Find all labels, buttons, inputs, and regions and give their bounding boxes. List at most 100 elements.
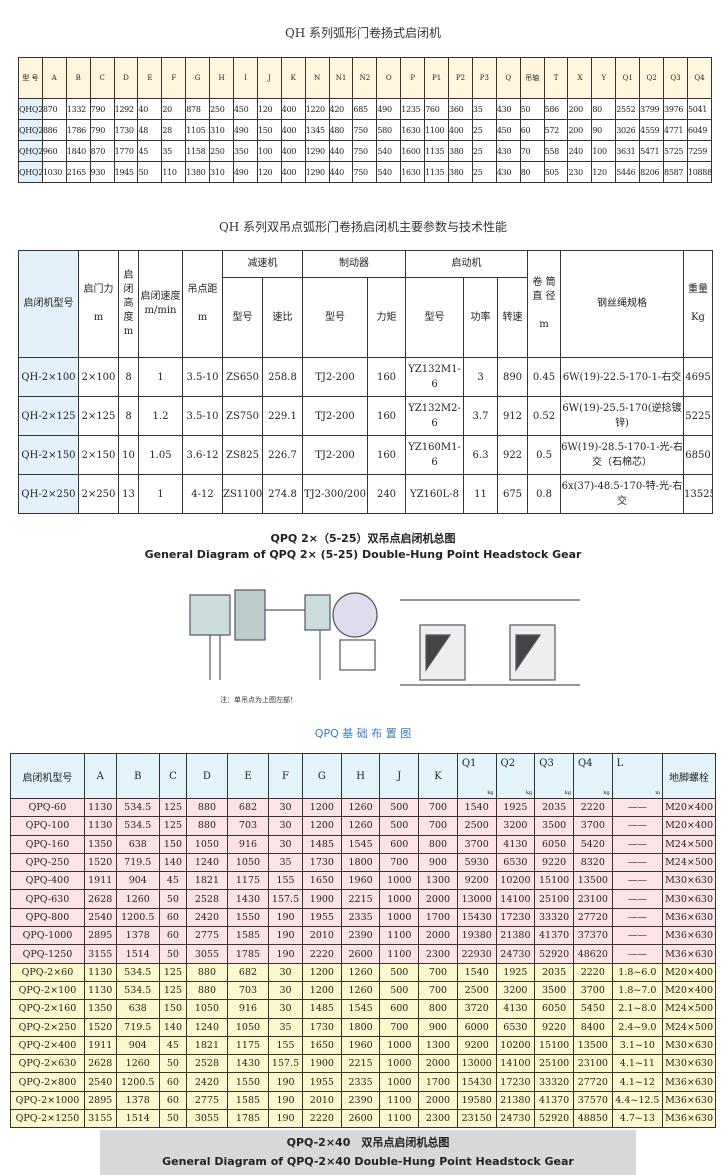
column-header: K bbox=[280, 57, 306, 99]
unit-label: m bbox=[655, 790, 661, 796]
table-cell: 6x(37)-48.5-170-特-光-右交 bbox=[560, 474, 685, 514]
table-cell: 20 bbox=[161, 98, 187, 120]
table-cell: 70 bbox=[519, 140, 545, 162]
table-cell: 48850 bbox=[572, 1109, 613, 1129]
table-cell: 2500 bbox=[456, 980, 497, 1001]
table-cell: 2035 bbox=[534, 797, 574, 818]
table-cell: 2.4~9.0 bbox=[611, 1017, 664, 1037]
table-cell: 240 bbox=[567, 140, 593, 162]
table-cell: 1000 bbox=[379, 1072, 420, 1092]
table-cell: 800 bbox=[418, 834, 458, 854]
table-cell: 1900 bbox=[302, 1054, 342, 1074]
table-cell: 3.6-12 bbox=[182, 435, 223, 475]
table-cell: 1630 bbox=[400, 119, 426, 141]
table-cell: 35 bbox=[471, 98, 497, 120]
table-cell: 125 bbox=[158, 980, 187, 1001]
table-cell: 1000 bbox=[379, 871, 420, 891]
table-cell: 21380 bbox=[495, 1090, 536, 1111]
model-cell: QPQ-2×630 bbox=[10, 1054, 85, 1074]
table-cell: 30 bbox=[268, 816, 304, 836]
table-cell: 41370 bbox=[534, 1090, 574, 1111]
table-cell: 13525 bbox=[683, 474, 714, 514]
headstock-gear-diagram: 注：单吊点为上图左部！ bbox=[189, 589, 580, 704]
table-cell: 60 bbox=[158, 1090, 187, 1111]
table-cell: 700 bbox=[379, 1017, 420, 1037]
table-cell: 9200 bbox=[456, 871, 497, 891]
table-cell: 37570 bbox=[572, 1090, 613, 1111]
model-cell: QH-2×150 bbox=[18, 435, 79, 475]
table-cell: 380 bbox=[448, 161, 473, 183]
table-cell: 8320 bbox=[572, 852, 613, 873]
table-cell: 1485 bbox=[302, 834, 342, 854]
table-cell: 1260 bbox=[115, 889, 160, 909]
table-cell: 27720 bbox=[572, 1072, 613, 1092]
table-cell: 3700 bbox=[572, 980, 613, 1001]
table-cell: 2215 bbox=[340, 1054, 381, 1074]
table-cell: 50 bbox=[158, 1054, 187, 1074]
table-cell: 6050 bbox=[534, 999, 574, 1019]
table-cell: 1100 bbox=[379, 1090, 420, 1111]
table-cell: 15100 bbox=[534, 871, 574, 891]
column-header: Q4 bbox=[686, 57, 713, 99]
table-cell: 1332 bbox=[65, 98, 91, 120]
table-cell: 2775 bbox=[185, 1090, 228, 1111]
table-cell: M20×400 bbox=[662, 962, 716, 982]
bottom-diagram-banner: QPQ-2×40 双吊点启闭机总图 General Diagram of QPQ… bbox=[100, 1130, 636, 1175]
table-cell: 25100 bbox=[534, 889, 574, 909]
table-cell: 7259 bbox=[686, 140, 713, 162]
table-cell: 1378 bbox=[115, 1090, 160, 1111]
header-brake-torque: 力矩 bbox=[367, 277, 406, 358]
table-cell: 5930 bbox=[456, 852, 497, 873]
table-cell: 916 bbox=[226, 834, 270, 854]
table-cell: 3 bbox=[463, 357, 498, 397]
table-cell: 155 bbox=[268, 1035, 304, 1056]
table-cell: 2335 bbox=[340, 907, 381, 928]
table-cell: 190 bbox=[268, 1109, 304, 1129]
table-cell: M36×630 bbox=[662, 1090, 716, 1111]
column-header: G bbox=[302, 753, 342, 799]
table-cell: 30 bbox=[268, 962, 304, 982]
table-cell: 190 bbox=[268, 944, 304, 964]
table-cell: 48620 bbox=[572, 944, 613, 964]
table-cell: 310 bbox=[209, 161, 235, 183]
table-cell: 700 bbox=[418, 980, 458, 1001]
column-header: H bbox=[340, 753, 381, 799]
table-cell: 230 bbox=[567, 161, 593, 183]
table-cell: TJ2-200 bbox=[302, 357, 368, 397]
table-cell: 5446 bbox=[615, 161, 641, 183]
diagram-title-cn: QPQ 2×（5-25）双吊点启闭机总图 bbox=[270, 532, 456, 545]
header-reducer-ratio: 速比 bbox=[262, 277, 303, 358]
table-cell: 2600 bbox=[340, 1109, 381, 1129]
table-cell: 1260 bbox=[340, 980, 381, 1001]
table-cell: 1786 bbox=[65, 119, 91, 141]
table-cell: 500 bbox=[379, 962, 420, 982]
table-cell: 2035 bbox=[534, 962, 574, 982]
header-reducer: 减速机 bbox=[222, 250, 303, 278]
column-header: P3 bbox=[471, 57, 497, 99]
table-cell: 6530 bbox=[495, 852, 536, 873]
table-cell: 1292 bbox=[113, 98, 139, 120]
table-cell: 10888 bbox=[686, 161, 713, 183]
table-cell: 2300 bbox=[418, 944, 458, 964]
table-cell: 4559 bbox=[639, 119, 665, 141]
table-cell: 1700 bbox=[418, 907, 458, 928]
table-cell: 15430 bbox=[456, 1072, 497, 1092]
table-cell: 1240 bbox=[185, 1017, 228, 1037]
table-cell: 960 bbox=[41, 140, 67, 162]
column-label: L bbox=[616, 758, 624, 769]
table-cell: 5225 bbox=[683, 396, 714, 436]
model-cell: QPQ-160 bbox=[10, 834, 85, 854]
table-cell: —— bbox=[611, 816, 664, 836]
column-label: Q4 bbox=[577, 758, 593, 769]
table-cell: 1821 bbox=[185, 1035, 228, 1056]
model-cell: QPQ-2×160 bbox=[10, 999, 85, 1019]
table-cell: 1200 bbox=[302, 980, 342, 1001]
table-cell: 160 bbox=[367, 396, 406, 436]
